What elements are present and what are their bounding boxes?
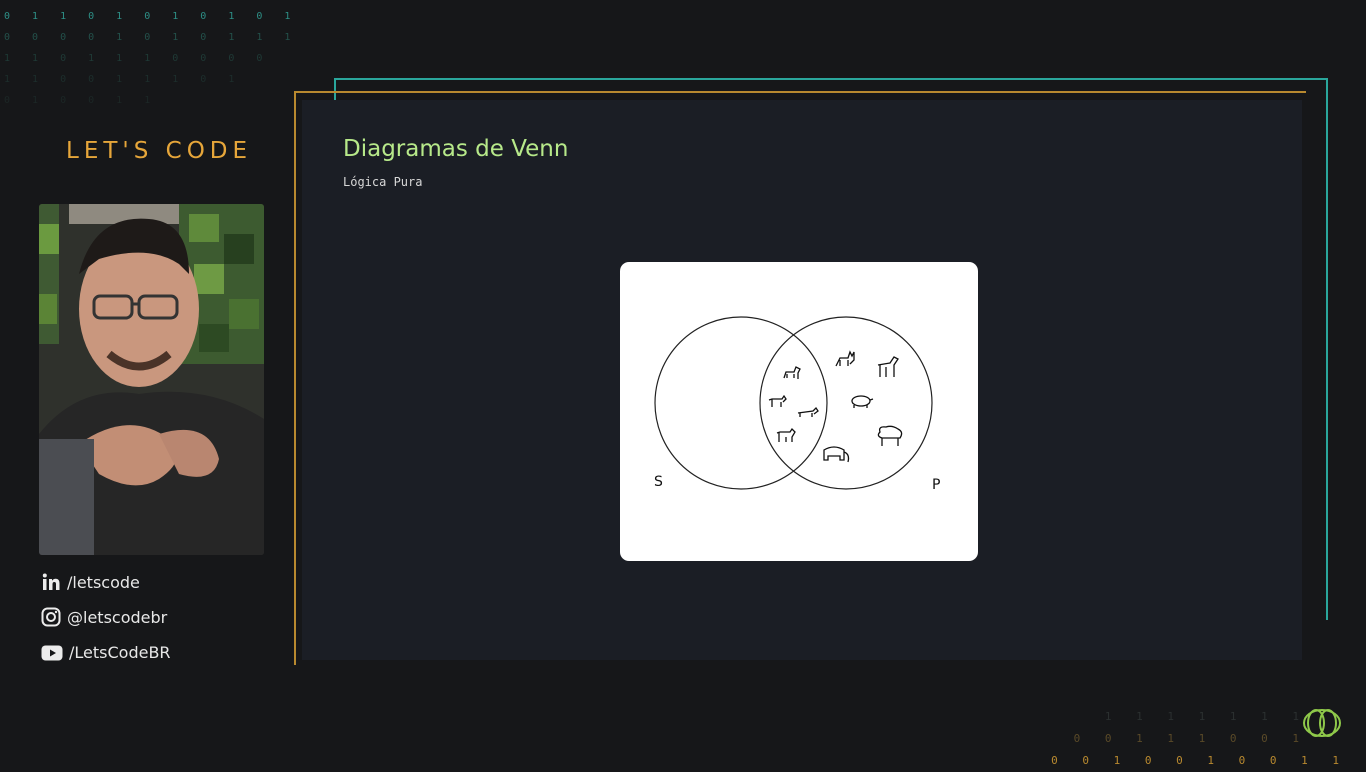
binary-row: 0 1 0 0 1 1 [4, 95, 159, 106]
dog-icon [797, 406, 819, 417]
social-linkedin[interactable]: /letscode [41, 572, 140, 592]
sheep-icon [877, 425, 903, 446]
pig-icon [851, 395, 874, 408]
venn-circle-s [654, 316, 828, 490]
binary-row: 0 0 1 0 0 1 0 0 1 1 [1051, 754, 1348, 767]
venn-diagram-card: S P [620, 262, 978, 561]
letscode-logo-icon [1302, 708, 1342, 742]
horse-icon [877, 356, 899, 377]
binary-row: 1 1 0 0 1 1 1 0 1 [4, 74, 243, 85]
venn-circle-p [759, 316, 933, 490]
binary-decoration-bottom-right: 1 1 1 1 1 1 1 0 0 1 1 1 0 0 1 0 0 1 0 0 … [1051, 706, 1348, 772]
binary-row: 1 1 1 1 1 1 1 [1104, 710, 1308, 723]
binary-row: 1 1 0 1 1 1 0 0 0 0 [4, 53, 271, 64]
social-label: /LetsCodeBR [69, 643, 171, 662]
social-label: @letscodebr [67, 607, 168, 627]
venn-label-p: P [932, 477, 940, 493]
elephant-icon [823, 446, 850, 463]
dog-icon [776, 427, 796, 442]
binary-decoration-top-left: 0 1 1 0 1 0 1 0 1 0 1 0 0 0 0 1 0 1 0 1 … [4, 6, 299, 111]
social-youtube[interactable]: /LetsCodeBR [41, 643, 171, 662]
brand-logo-text: LET'S CODE [66, 138, 253, 164]
binary-row: 0 0 0 0 1 0 1 0 1 1 1 [4, 32, 299, 43]
slide-subtitle: Lógica Pura [343, 175, 423, 189]
social-instagram[interactable]: @letscodebr [41, 607, 167, 627]
presenter-illustration [39, 204, 264, 555]
slide-frame-gold [294, 91, 1306, 665]
binary-row: 0 0 1 1 1 0 0 1 [1073, 732, 1308, 745]
presenter-webcam [39, 204, 264, 555]
binary-row: 0 1 1 0 1 0 1 0 1 0 1 [4, 11, 299, 22]
linkedin-icon [42, 573, 60, 590]
venn-diagram: S P [654, 316, 940, 493]
social-label: /letscode [67, 572, 140, 592]
venn-label-s: S [654, 474, 663, 490]
dog-icon [783, 366, 801, 379]
cat-icon [835, 350, 855, 367]
dog-icon [768, 394, 787, 407]
instagram-icon [41, 607, 61, 627]
slide-title: Diagramas de Venn [343, 136, 569, 162]
youtube-icon [41, 645, 63, 660]
